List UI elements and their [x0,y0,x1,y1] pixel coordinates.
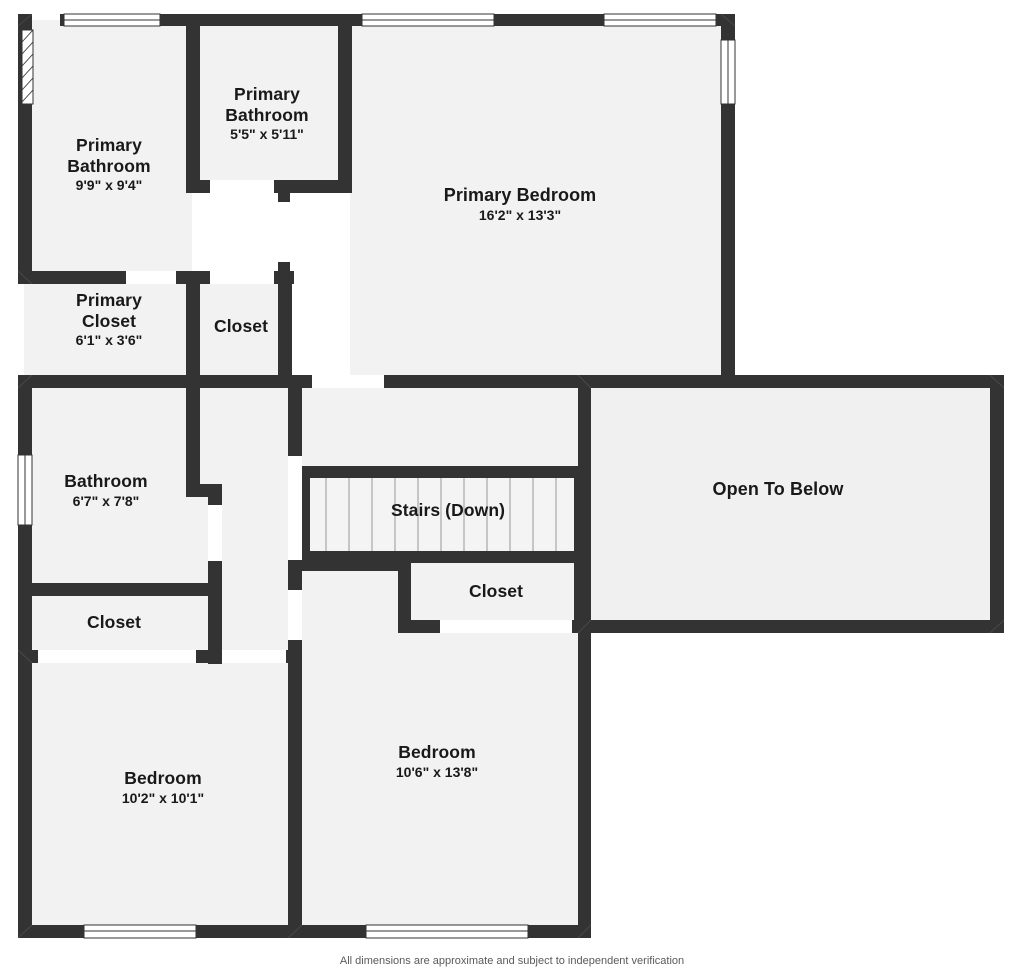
door-primary-closet-entry [210,271,274,284]
door-hall-vertical-1 [288,456,302,560]
wall-right-primary-bedroom-upper [721,14,735,40]
wall-bath-small-bottom-right [274,180,352,193]
wall-closets-bottom [18,375,292,388]
fill-open-to-below [585,380,1003,632]
door-hall-vertical-2 [288,590,302,640]
wall-bedrooms-divider [288,655,302,938]
wall-door-jamb-vertical [278,190,290,202]
fill-primary-bathroom-large [24,20,192,278]
wall-primary-bath-bottom-left [18,271,126,284]
door-openings [38,180,572,663]
door-open-to-below-entry [312,375,384,388]
wall-open-bottom [585,620,1004,633]
walls [18,14,1004,938]
wall-bottom-left-a [18,925,84,938]
fill-primary-bedroom [350,20,735,380]
wall-bedroom-right-top [298,558,402,571]
wall-closet-mid-bottom-left [398,620,440,633]
window-left-bathroom [17,454,33,526]
window-bottom-bedroom-left [83,924,197,939]
window-top-primary-bedroom-left [361,13,495,27]
wall-bottom-left-b [196,925,302,938]
wall-top-seg-e [494,14,604,26]
wall-top-seg-b [160,14,192,26]
door-bedroom-right-entry [222,650,286,663]
wall-bath-small-right [338,14,352,190]
wall-hall-right-vertical-a [288,382,302,456]
wall-bathroom-niche-right-b [208,560,222,588]
wall-closet-upper-right [278,271,292,385]
wall-stairs-bottom-right [374,551,586,563]
stairs-treads [303,472,584,554]
window-left-hatched-vent [21,29,34,105]
fill-bedroom-right [300,560,590,932]
window-bottom-bedroom-right [365,924,529,939]
fill-primary-closet [24,278,192,382]
wall-closet-mid-left [398,558,411,626]
window-top-primary-bedroom-right [603,13,717,27]
corner-joints [17,13,1005,939]
door-bedroom-left-entry [38,650,196,663]
wall-top-seg-c [192,14,350,26]
wall-bathroom-right-upper [186,382,200,490]
fill-bedroom-left [24,660,300,932]
wall-primary-closet-right [186,271,200,385]
wall-top-seg-a [60,14,64,26]
door-primary-bath-bottom-1 [126,271,176,284]
wall-bottom-right-b [528,925,591,938]
wall-bedroom-right-right [578,558,591,938]
wall-hall-left-vertical-a [208,588,222,664]
wall-right-primary-bedroom-lower [721,104,735,384]
wall-stairs-top [298,466,586,478]
wall-left-outer-lower [18,656,32,938]
wall-open-right [990,375,1004,633]
fill-closet-upper [192,278,290,382]
wall-mid-horizontal-a [278,375,312,388]
fill-primary-bathroom-small [192,20,350,190]
wall-top-seg-d [350,14,362,26]
wall-bath-small-left [186,14,200,190]
wall-mid-horizontal-b [384,375,1004,388]
door-bathroom-vertical [208,505,222,561]
window-right-primary-bedroom [720,39,736,105]
door-vertical-hall-1 [278,202,290,262]
disclaimer-note: All dimensions are approximate and subje… [339,955,685,967]
wall-stairs-right [574,466,586,558]
wall-bathroom-bottom [18,583,222,596]
wall-bath-small-bottom-left [186,180,210,193]
door-closet-mid-bottom [440,620,572,633]
wall-bedroom-left-top-c [286,650,302,663]
door-primary-bath-small-bottom [210,180,274,193]
window-top-primary-bathroom [63,13,161,27]
wall-bedroom-left-top-a [18,650,38,663]
wall-bedroom-left-top-b [196,650,224,663]
wall-bathroom-niche-right-a [208,484,222,506]
wall-bottom-right-a [288,925,366,938]
windows [17,13,736,939]
